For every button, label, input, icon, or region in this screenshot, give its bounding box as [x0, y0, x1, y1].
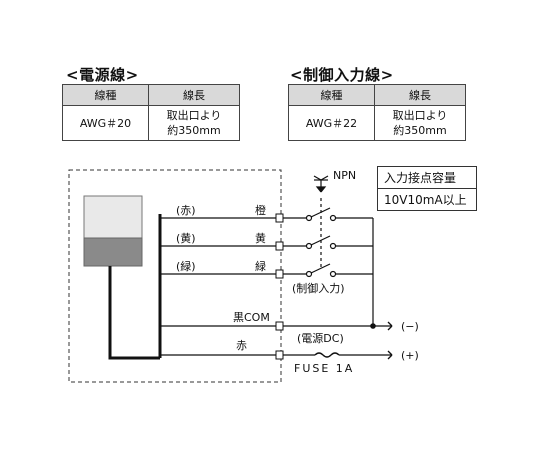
- power-wire-type: AWG＃20: [62, 105, 149, 141]
- negative-terminal-label: (−): [401, 320, 419, 333]
- wire-label-paren-1: (赤): [176, 204, 196, 217]
- npn-transistor-icon: [313, 175, 329, 193]
- wire-label-paren-3: (緑): [176, 259, 196, 273]
- terminal-orange: [275, 213, 284, 223]
- input-contact-label: 入力接点容量: [378, 167, 476, 189]
- power-wire-table: 線種 線長 AWG＃20 取出口より 約350mm: [62, 84, 240, 141]
- terminal-yellow: [275, 241, 284, 251]
- control-wire-length: 取出口より 約350mm: [374, 105, 466, 141]
- power-dc-label: (電源DC): [297, 331, 344, 345]
- control-length-line2: 約350mm: [393, 124, 447, 137]
- input-contact-box: 入力接点容量 10V10mA以上: [377, 166, 477, 211]
- control-input-label: (制御入力): [292, 281, 345, 295]
- red-wire-label: 赤: [236, 339, 247, 352]
- signal-tower-icon: [83, 195, 143, 267]
- control-wire-title: <制御入力線>: [290, 66, 394, 84]
- control-wire-type: AWG＃22: [288, 105, 375, 141]
- terminal-red: [275, 350, 284, 360]
- power-wire-length: 取出口より 約350mm: [148, 105, 240, 141]
- terminal-com: [275, 321, 284, 331]
- power-header-type: 線種: [62, 84, 149, 106]
- wire-label-2: 黄: [255, 231, 266, 245]
- positive-terminal-label: (+): [401, 349, 419, 362]
- power-length-line2: 約350mm: [167, 124, 221, 137]
- black-com-label: 黒COM: [233, 311, 270, 324]
- com-junction-dot: [370, 323, 376, 329]
- fuse-icon: [314, 352, 340, 358]
- terminal-green: [275, 269, 284, 279]
- control-header-type: 線種: [288, 84, 375, 106]
- power-length-line1: 取出口より: [166, 109, 222, 122]
- wire-label-1: 橙: [255, 203, 266, 217]
- control-header-length: 線長: [374, 84, 466, 106]
- control-wire-table: 線種 線長 AWG＃22 取出口より 約350mm: [288, 84, 466, 141]
- npn-label: NPN: [333, 169, 356, 182]
- cable-bundle: [108, 214, 162, 360]
- switch-contact-3: [310, 263, 331, 274]
- fuse-label: FUSE 1A: [294, 362, 354, 375]
- wire-label-paren-2: (黄): [176, 231, 196, 245]
- input-contact-value: 10V10mA以上: [384, 193, 467, 207]
- wire-label-3: 緑: [255, 259, 266, 273]
- power-header-length: 線長: [148, 84, 240, 106]
- power-wire-title: <電源線>: [66, 66, 139, 84]
- control-length-line1: 取出口より: [392, 109, 448, 122]
